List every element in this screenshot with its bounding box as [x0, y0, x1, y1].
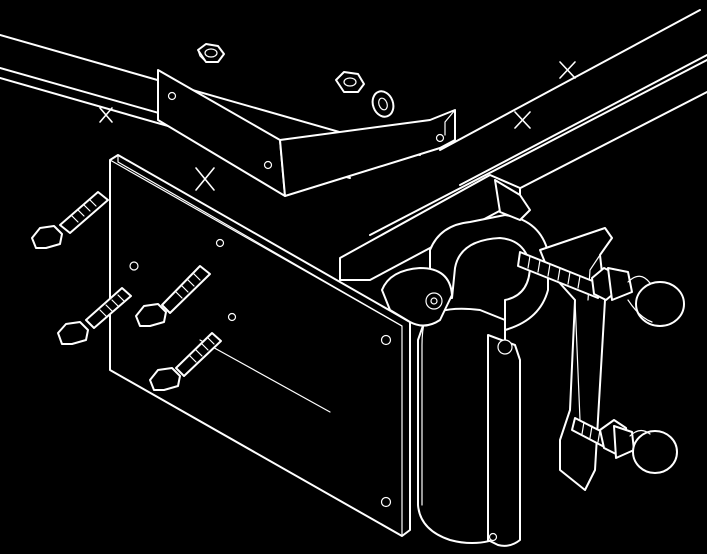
bracket-hole	[435, 133, 445, 143]
angle-bracket	[157, 69, 456, 197]
flat-washer	[371, 90, 395, 118]
bracket-hole	[263, 160, 273, 170]
plate-hole	[215, 238, 225, 248]
plate-hole	[380, 496, 392, 508]
rail-x-mark	[99, 107, 113, 123]
rail-x-mark	[195, 167, 215, 191]
hex-bolt	[31, 191, 109, 249]
plate-hole	[380, 334, 392, 346]
hex-bolt	[135, 265, 211, 327]
wing-bolt	[571, 417, 678, 474]
rail-x-mark	[559, 61, 576, 79]
bracket-hole	[167, 91, 177, 101]
hex-nut-top	[197, 43, 225, 63]
plate-hole	[227, 312, 237, 322]
mounting-plate	[109, 154, 411, 537]
wing-bolt	[517, 251, 685, 327]
hex-nut-right	[335, 71, 365, 93]
rail-x-mark	[514, 111, 531, 129]
rail-right	[369, 9, 707, 251]
hex-bolt	[57, 287, 132, 345]
plate-hole	[129, 261, 139, 271]
hex-bolt	[149, 332, 222, 391]
